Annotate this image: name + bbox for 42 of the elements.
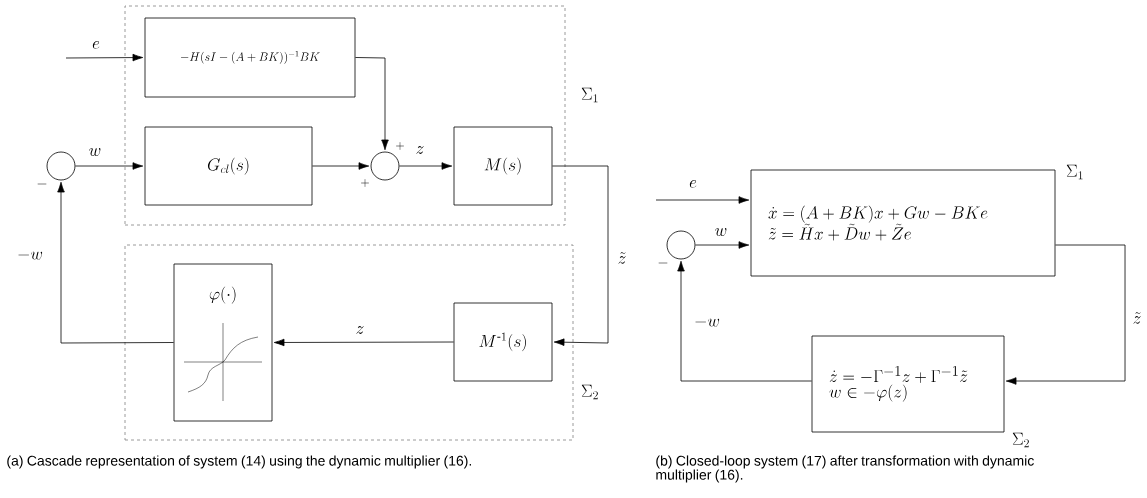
arrow (655, 196, 750, 204)
arrow (1005, 244, 1126, 385)
sign-label: $-$ (658, 262, 668, 264)
arrow (399, 162, 453, 170)
block-box: $G_{cl}(s)$ (144, 126, 313, 206)
arrow (57, 181, 174, 344)
caption: (b) Closed-loop system (17) after transformation with dynamic multiplier (16). (656, 455, 1034, 483)
edge-label: $w$ (713, 227, 729, 237)
arrow (552, 165, 609, 346)
frame-label: $\Sigma_1$ (1066, 164, 1083, 180)
edge-label: $z$ (414, 145, 426, 155)
nonlinearity-box: $\varphi(\cdot)$ (173, 263, 273, 422)
edge-label: $-w$ (693, 315, 721, 329)
caption: (a) Cascade representation of system (14) using the dynamic multiplier (16). (7, 455, 471, 469)
summing-junction (666, 230, 696, 260)
equation-box: $\dot{z}=-\Gamma^{-1}z+\Gamma^{-1}\tilde{z}$ $w\in-\varphi(z)$ (811, 335, 1005, 433)
arrow (355, 57, 389, 151)
edge-label: $e$ (688, 179, 698, 189)
arrow (312, 162, 370, 170)
arrow (273, 338, 454, 347)
edge-label: $z$ (354, 325, 366, 335)
block-box: $M(s)$ (453, 126, 553, 206)
block-box: $M^{\text{-}1}(s)$ (453, 302, 553, 382)
sign-label: $-$ (37, 183, 47, 185)
summing-junction (46, 151, 76, 181)
sign-label: $+$ (361, 179, 369, 187)
sign-label: $+$ (396, 142, 404, 150)
arrow (695, 241, 750, 249)
summing-junction (370, 151, 400, 181)
edge-label: $e$ (91, 40, 101, 50)
edge-label: $\tilde{z}$ (1131, 311, 1143, 325)
frame-label: $\Sigma_2$ (581, 384, 598, 400)
frame-label: $\Sigma_2$ (1012, 432, 1029, 448)
edge-label: $\tilde{z}$ (616, 251, 628, 265)
arrow (677, 260, 812, 382)
block-box: $-H(sI-(A+BK))^{-1}BK$ (144, 17, 356, 98)
arrow (75, 162, 144, 170)
frame-label: $\Sigma_1$ (581, 87, 598, 103)
edge-label: $-w$ (16, 248, 44, 262)
arrow (65, 53, 144, 62)
edge-label: $w$ (87, 147, 103, 157)
equation-box: $\dot{x}=(A+BK)x+Gw-BKe$ $\tilde{z}=\tilde{H}x+\tilde{D}w+\tilde{Z}e$ (750, 169, 1056, 277)
